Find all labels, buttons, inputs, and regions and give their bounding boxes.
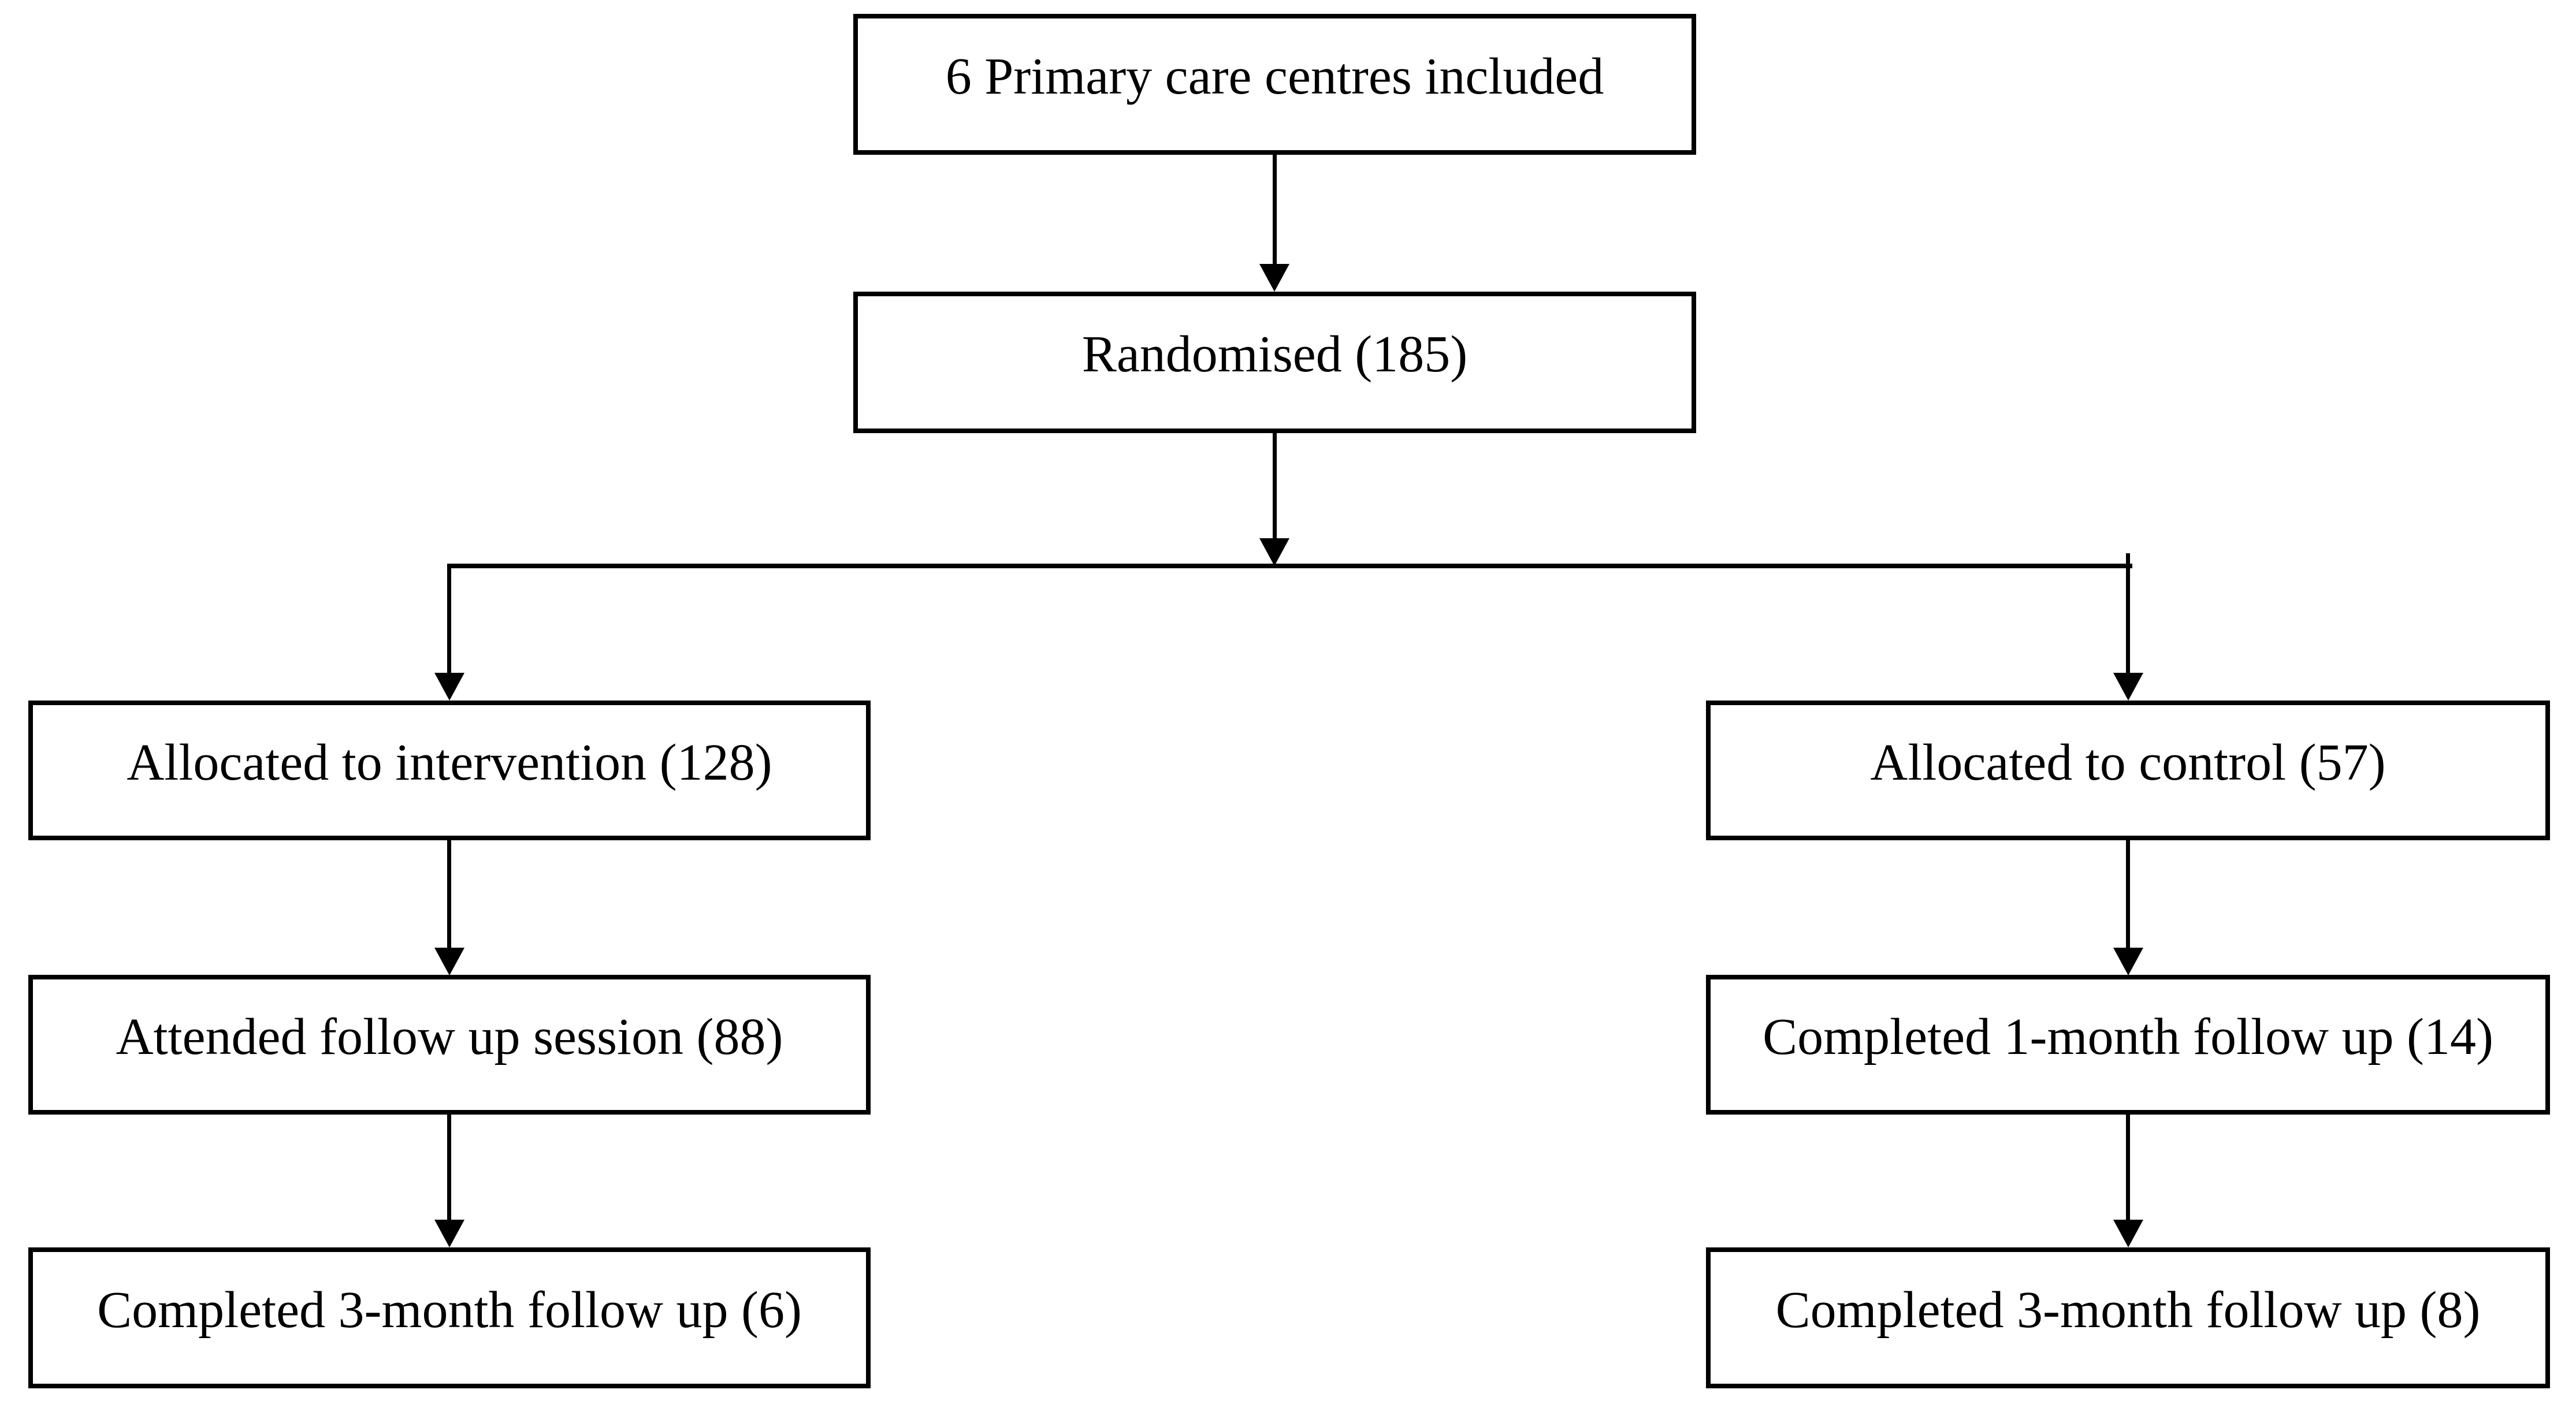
edge-centres-randomised-arrowhead [1259,264,1289,292]
edge-1month-3month-line [2126,1115,2130,1224]
edge-1month-3month-arrowhead [2113,1220,2143,1247]
edge-centres-randomised-line [1273,155,1277,267]
edge-intervention-attended-arrowhead [434,948,464,975]
edge-randomised-branch-arrowhead [1259,538,1289,566]
edge-intervention-attended-line [447,840,451,951]
node-allocated-control: Allocated to control (57) [1706,701,2550,840]
node-centres: 6 Primary care centres included [853,14,1696,155]
edge-attended-3month-arrowhead [434,1220,464,1247]
node-allocated-intervention: Allocated to intervention (128) [28,701,871,840]
edge-branch-control-arrowhead [2113,673,2143,701]
edge-control-1month-arrowhead [2113,948,2143,975]
node-randomised-label: Randomised (185) [1081,326,1468,383]
node-completed-3month-control-label: Completed 3-month follow up (8) [1775,1281,2481,1339]
node-randomised: Randomised (185) [853,292,1696,433]
node-allocated-intervention-label: Allocated to intervention (128) [127,733,772,791]
node-attended-followup: Attended follow up session (88) [28,975,871,1115]
edge-branch-intervention-arrowhead [434,673,464,701]
node-completed-1month: Completed 1-month follow up (14) [1706,975,2550,1115]
node-completed-3month-intervention: Completed 3-month follow up (6) [28,1247,871,1388]
branch-bar [447,564,2132,568]
node-completed-3month-intervention-label: Completed 3-month follow up (6) [97,1281,802,1339]
edge-control-1month-line [2126,840,2130,951]
edge-branch-intervention-line [447,568,451,676]
node-centres-label: 6 Primary care centres included [945,47,1604,105]
edge-randomised-branch-line [1273,433,1277,541]
edge-branch-control-line [2126,553,2130,676]
node-completed-3month-control: Completed 3-month follow up (8) [1706,1247,2550,1388]
node-attended-followup-label: Attended follow up session (88) [116,1008,783,1065]
edge-attended-3month-line [447,1115,451,1224]
node-allocated-control-label: Allocated to control (57) [1870,733,2386,791]
node-completed-1month-label: Completed 1-month follow up (14) [1763,1008,2493,1065]
